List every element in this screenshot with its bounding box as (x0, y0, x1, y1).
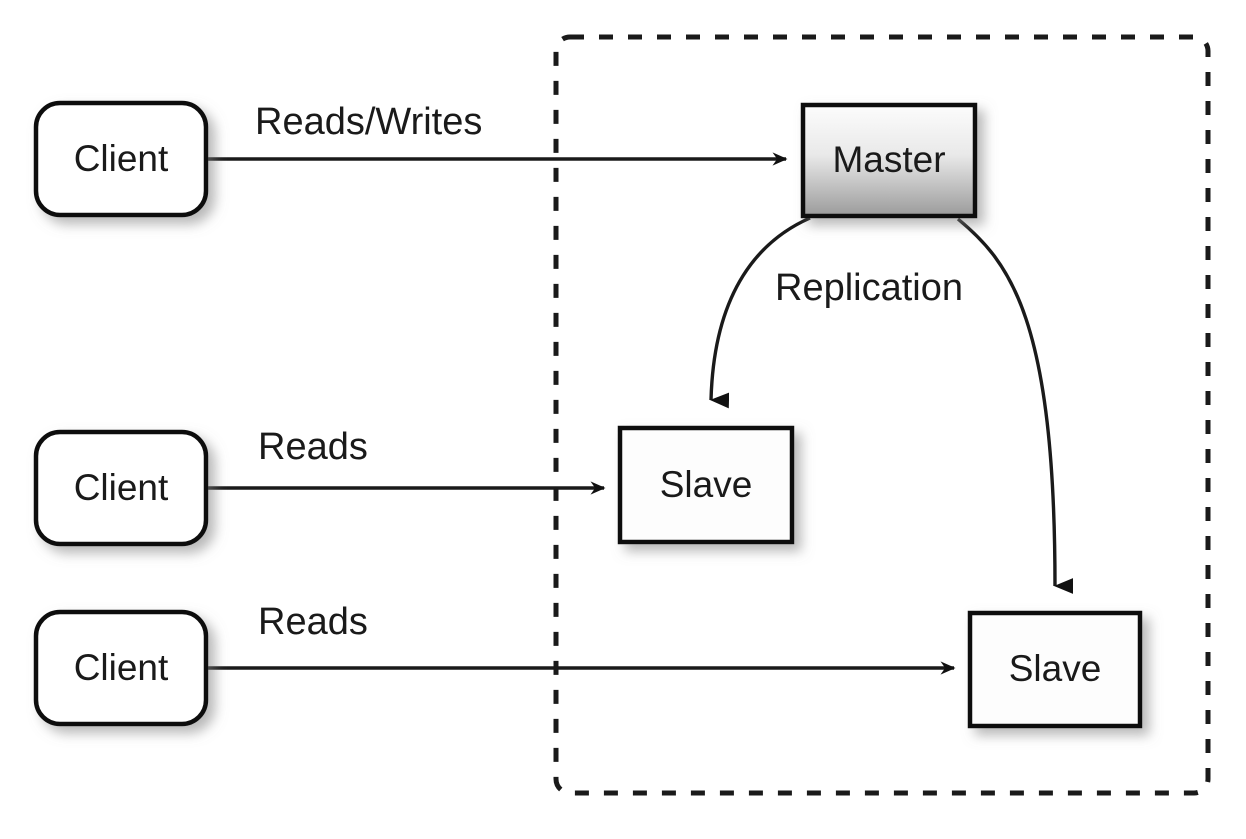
edge-master-to-slave1 (709, 216, 811, 409)
node-client-2[interactable]: Client (33, 429, 209, 547)
node-slave-1[interactable]: Slave (617, 425, 795, 545)
node-client-2-label: Client (74, 467, 169, 508)
edge-master-to-slave2 (956, 217, 1074, 594)
node-master-label: Master (832, 139, 945, 180)
node-client-3-label: Client (74, 647, 169, 688)
node-client-3[interactable]: Client (33, 609, 209, 727)
node-slave-2[interactable]: Slave (967, 610, 1143, 729)
edge-label-reads-slave2: Reads (258, 601, 368, 643)
node-master[interactable]: Master (800, 102, 978, 219)
edge-label-reads-writes: Reads/Writes (255, 101, 482, 143)
edge-label-replication: Replication (775, 267, 963, 309)
edge-label-reads-slave1: Reads (258, 426, 368, 468)
node-slave-1-label: Slave (660, 464, 753, 505)
node-client-1-label: Client (74, 138, 169, 179)
node-slave-2-label: Slave (1009, 648, 1102, 689)
node-client-1[interactable]: Client (33, 100, 209, 218)
